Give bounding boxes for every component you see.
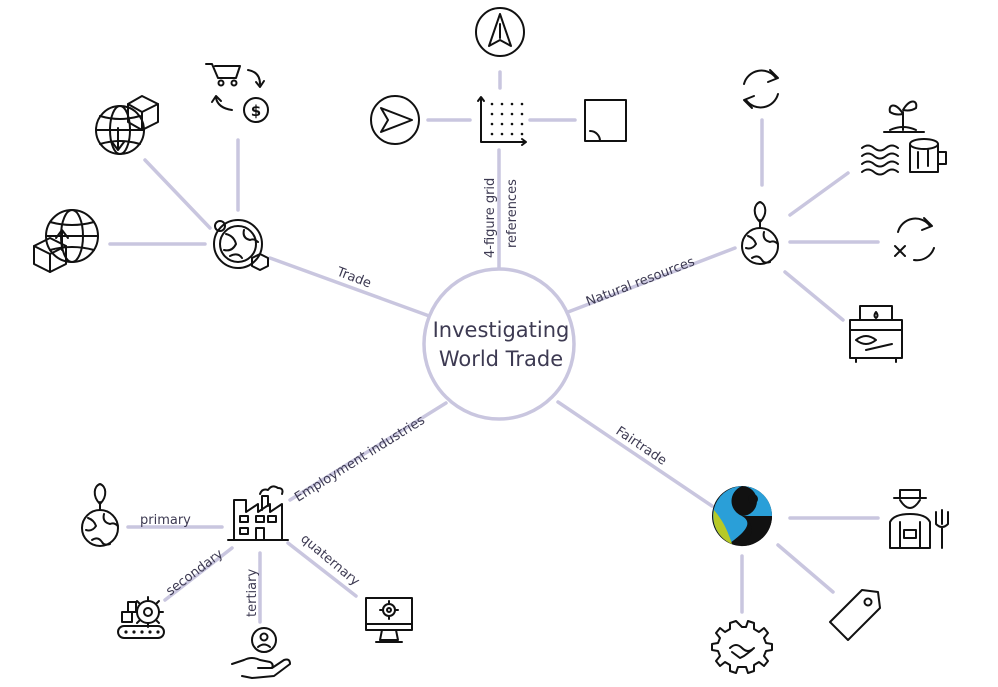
conveyor-gear-icon [117, 596, 165, 639]
sector-label-primary: primary [140, 513, 191, 528]
square-icon [584, 99, 627, 142]
farmer-icon [889, 489, 949, 549]
hand-service-icon [231, 627, 291, 679]
fairtrade-logo-icon [712, 486, 773, 547]
refresh-icon [743, 69, 779, 109]
price-tag-icon [829, 589, 881, 641]
dollar-glyph: $ [251, 102, 261, 120]
factory-icon [227, 485, 289, 541]
plant-water-wood-icon [861, 100, 947, 176]
send-arrow-icon [370, 95, 420, 145]
globe-box-export-icon [95, 95, 159, 155]
non-renewable-icon [894, 217, 935, 262]
globe-trade-icon [213, 219, 269, 271]
dot-grid-axes-icon [477, 96, 527, 146]
sector-label-quaternary: quaternary [297, 532, 362, 590]
plant-globe-icon-natural [741, 201, 779, 265]
globe-box-import-icon [33, 209, 99, 273]
computer-gear-icon [365, 597, 413, 643]
compass-arrow-icon [475, 7, 525, 57]
cart-cycle-icon: $ [205, 63, 269, 123]
center-title-line1: Investigating [433, 318, 570, 342]
plant-globe-icon [81, 483, 119, 547]
branch-label-grid-2: references [505, 179, 520, 248]
center-title-line2: World Trade [439, 347, 563, 371]
branch-label-employment: Employment industries [292, 413, 428, 506]
center-node: Investigating World Trade [422, 267, 576, 421]
sector-label-secondary: secondary [163, 546, 226, 599]
branch-label-natural-resources: Natural resources [584, 254, 697, 309]
handshake-gear-icon [711, 620, 773, 674]
oil-machine-icon [849, 305, 903, 363]
sector-label-tertiary: tertiary [245, 569, 260, 617]
branch-label-grid: 4-figure grid [483, 178, 498, 258]
connectors [108, 70, 880, 624]
